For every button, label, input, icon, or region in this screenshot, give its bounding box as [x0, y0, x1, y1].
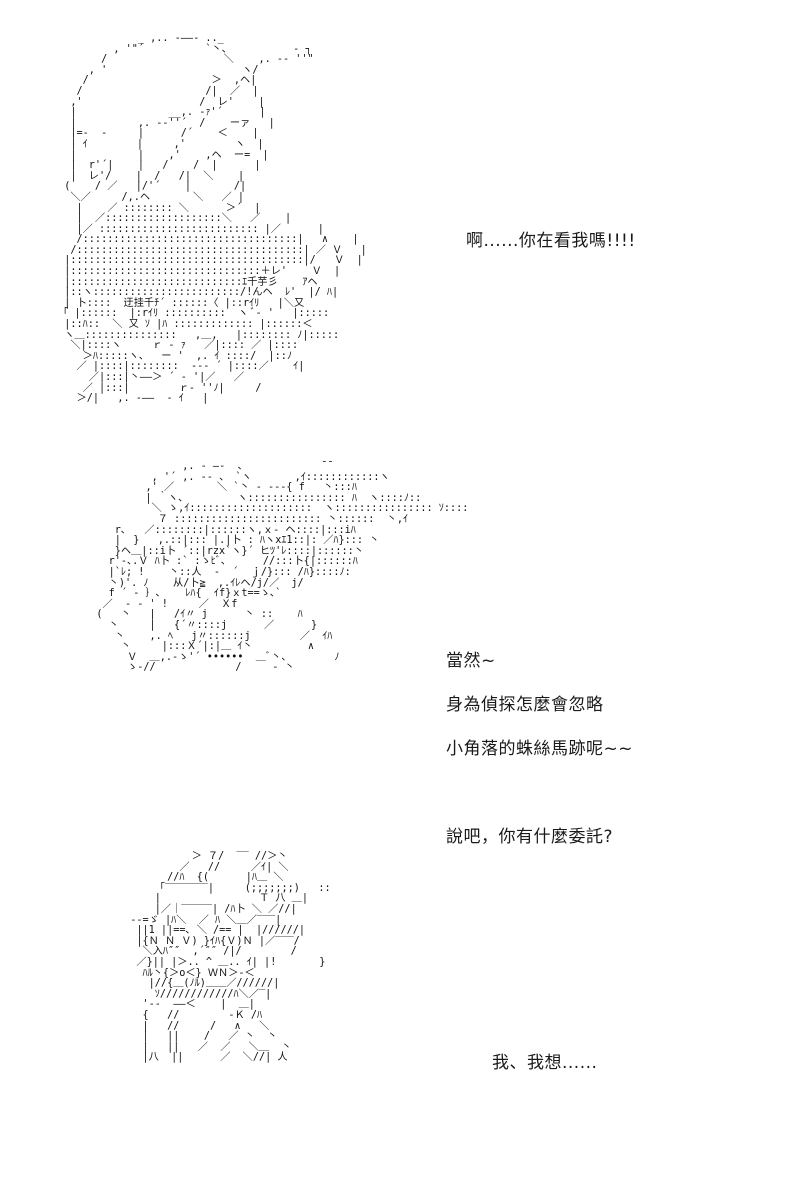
dialogue-detective: 當然~ 身為偵探怎麼會忽略 小角落的蛛絲馬跡呢~~ 說吧，你有什麼委託? [446, 628, 633, 870]
dialogue-shy-boy: 我、我想...... [492, 1030, 597, 1096]
dialogue-blank-line [446, 782, 633, 804]
aa-panel-detective: ,. - ―- 、 ̄ ̄ , '´ ,. -‐ 、 `ヽ ,ｲ::::::::… [78, 461, 468, 832]
aa-panel-girl-closeup: _ ,.. -――- .._ , '"´ `丶、 ‐ ┐ / ＼ ,. -‐ '… [52, 33, 422, 444]
ascii-art-shy-boy: ＞ ７/ ‾‾ //＞丶 ／ // ／ｲ| ＼ //ﾊ {( |ﾊ＿ ＼ 「‾‾… [130, 851, 331, 1064]
ascii-art-detective: ,. - ―- 、 ̄ ̄ , '´ ,. -‐ 、 `ヽ ,ｲ::::::::… [96, 461, 469, 674]
ascii-art-girl-closeup: _ ,.. -――- .._ , '"´ `丶、 ‐ ┐ / ＼ ,. -‐ '… [58, 33, 367, 405]
dialogue-line: 身為偵探怎麼會忽略 [446, 695, 604, 715]
dialogue-line: 說吧，你有什麼委託? [446, 827, 614, 847]
aa-panel-shy-boy: ＞ ７/ ‾‾ //＞丶 ／ // ／ｲ| ＼ //ﾊ {( |ﾊ＿ ＼ 「‾‾… [118, 851, 428, 1198]
dialogue-line: 我、我想...... [492, 1053, 598, 1073]
dialogue-girl-closeup: 啊......你在看我嗎!!!! [466, 208, 636, 274]
dialogue-line: 啊......你在看我嗎!!!! [466, 231, 636, 251]
dialogue-line: 當然~ [446, 651, 496, 671]
dialogue-line: 小角落的蛛絲馬跡呢~~ [446, 739, 633, 759]
